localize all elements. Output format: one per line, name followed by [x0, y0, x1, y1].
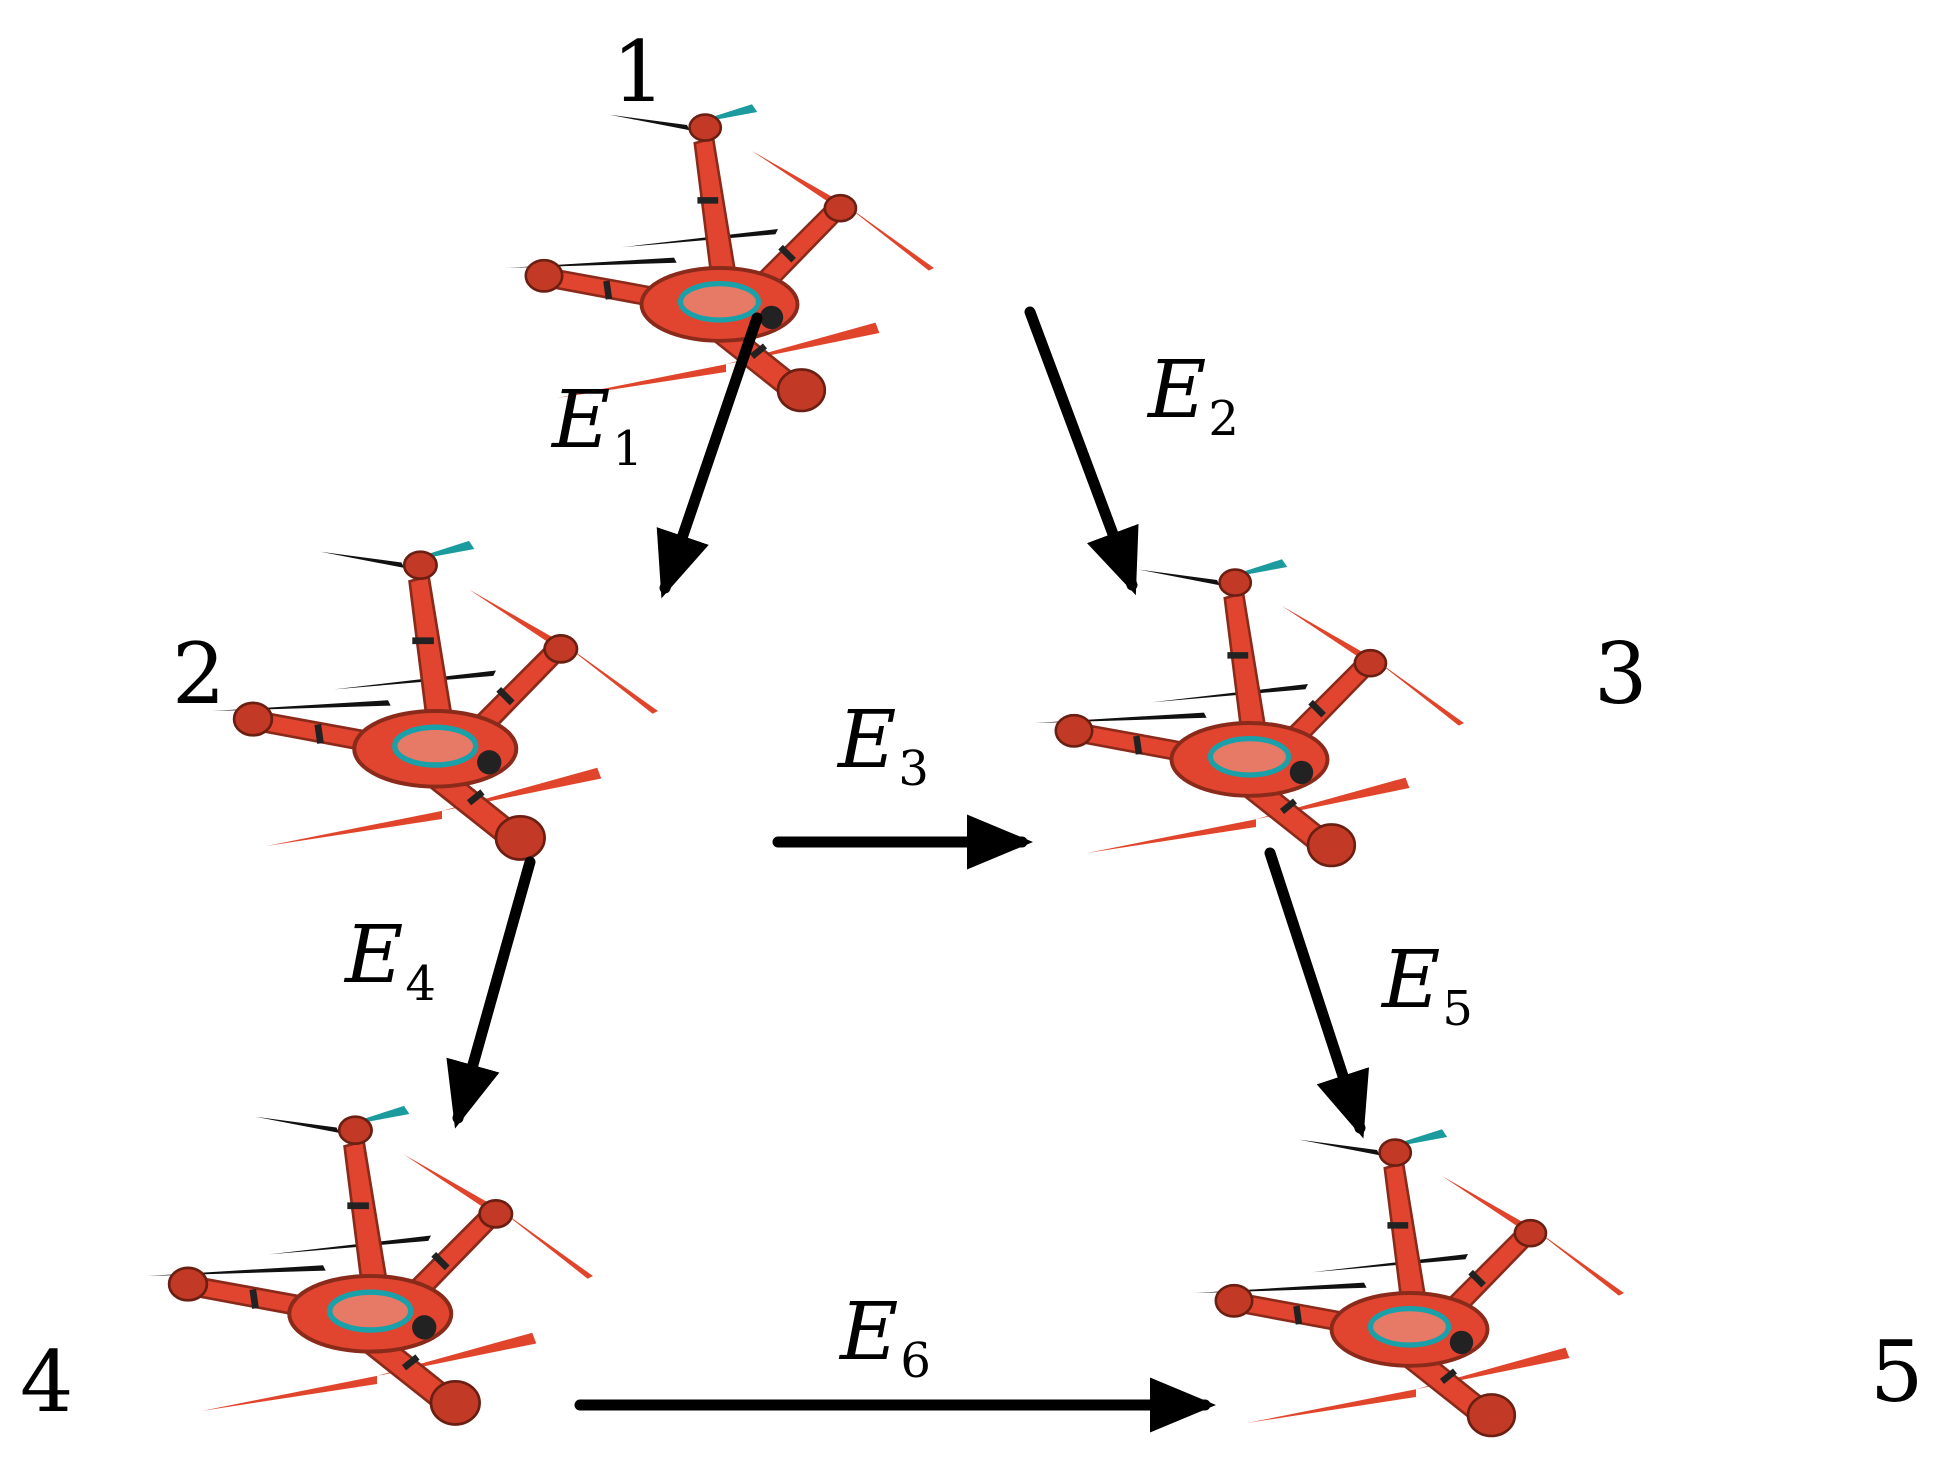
edge-label-5: E5	[1382, 933, 1473, 1037]
node-label-3: 3	[1594, 625, 1648, 723]
edge-label-6: E6	[840, 1285, 931, 1389]
node-label-1: 1	[612, 23, 666, 121]
node-label-4: 4	[20, 1333, 74, 1431]
node-label-2: 2	[172, 625, 226, 723]
node-label-5: 5	[1870, 1323, 1924, 1421]
edge-label-3: E3	[838, 693, 929, 797]
edge-label-1: E1	[552, 373, 643, 477]
drone-icon-node-2	[213, 541, 659, 860]
edge-label-4: E4	[345, 908, 436, 1012]
edge-label-2: E2	[1148, 343, 1239, 447]
edge-arrow-2-4	[446, 856, 536, 1129]
drone-icon-node-1	[505, 104, 934, 411]
drone-icon-node-3	[1035, 559, 1464, 866]
drone-icon-node-5	[1195, 1129, 1624, 1436]
edge-arrow-1-3	[1024, 306, 1139, 596]
edge-arrow-1-2	[656, 312, 763, 599]
edge-arrow-3-5	[1264, 847, 1370, 1139]
drone-icon-node-4	[148, 1106, 594, 1425]
